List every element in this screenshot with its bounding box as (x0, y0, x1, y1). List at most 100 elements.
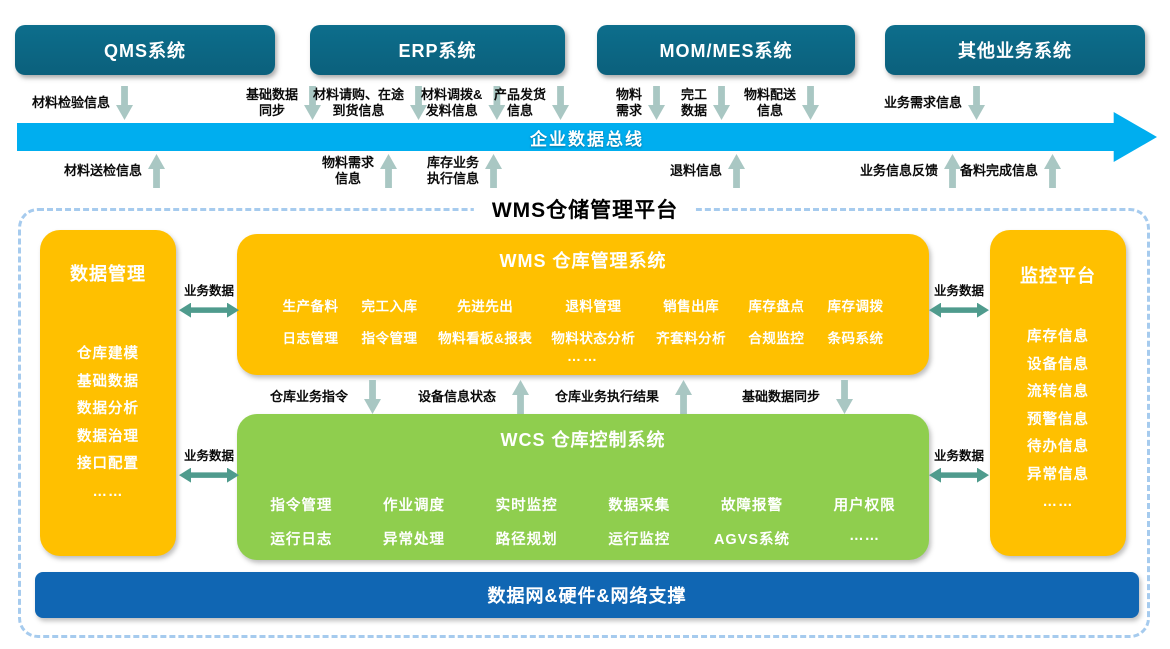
link-label: 设备信息状态 (418, 388, 497, 404)
system-box-qms: QMS系统 (15, 25, 275, 75)
wms-title: WMS 仓库管理系统 (499, 251, 667, 271)
wcs-module: 运行监控 (608, 532, 671, 548)
bus-output-label: 物料需求 信息 (322, 154, 375, 186)
arrow-up-icon (1044, 154, 1062, 188)
wms-module: 物料状态分析 (551, 331, 636, 346)
wms-module: 物料看板&报表 (438, 331, 533, 346)
bus-output-label: 退料信息 (670, 162, 723, 178)
wms-wcs-link: 基础数据同步 (742, 378, 854, 416)
bus-input-label: 完工 数据 (681, 86, 708, 118)
wcs-modules: 指令管理 作业调度 实时监控 数据采集 故障报警 用户权限 运行日志 异常处理 … (237, 494, 929, 549)
arrow-up-icon (944, 154, 962, 188)
bus-output-label: 业务信息反馈 (860, 162, 939, 178)
arrow-up-icon (512, 380, 530, 414)
double-arrow-icon (929, 467, 989, 483)
arrow-down-icon (836, 380, 854, 414)
wms-module: 生产备料 (282, 299, 339, 314)
wcs-module: 实时监控 (495, 498, 558, 514)
panel-item: 待办信息 (1027, 439, 1089, 455)
double-arrow-icon (179, 467, 239, 483)
panel-item: 接口配置 (77, 456, 139, 472)
arrow-down-icon (648, 86, 666, 120)
wcs-system-box: WCS 仓库控制系统 指令管理 作业调度 实时监控 数据采集 故障报警 用户权限… (237, 414, 929, 560)
biz-data-label: 业务数据 (933, 449, 984, 463)
biz-data-link: 业务数据 (928, 449, 990, 483)
panel-item: 基础数据 (77, 373, 139, 390)
bus-input-label: 材料调拨& 发料信息 (421, 86, 483, 118)
arrow-up-icon (380, 154, 398, 188)
biz-data-label: 业务数据 (183, 284, 234, 298)
arrow-up-icon (728, 154, 746, 188)
biz-data-link: 业务数据 (928, 284, 990, 318)
panel-item: …… (92, 483, 124, 500)
biz-data-label: 业务数据 (183, 449, 234, 463)
data-management-items: 仓库建模 基础数据 数据分析 数据治理 接口配置 …… (40, 341, 176, 506)
wms-module: 先进先出 (457, 299, 514, 314)
bus-input-label: 基础数据 同步 (246, 86, 299, 118)
double-arrow-icon (179, 302, 239, 318)
bus-output-group: 业务信息反馈 (860, 152, 962, 190)
bus-output-group: 物料需求 信息 (322, 152, 398, 190)
wms-module: 库存调拨 (827, 299, 884, 314)
biz-data-link: 业务数据 (178, 449, 240, 483)
platform-title: WMS仓储管理平台 (473, 194, 697, 224)
bus-input-label: 材料请购、在途 到货信息 (313, 86, 405, 118)
system-box-erp: ERP系统 (310, 25, 565, 75)
bus-output-label: 材料送检信息 (64, 162, 143, 178)
wcs-module: …… (849, 528, 881, 544)
bus-input-group: 材料调拨& 发料信息 (421, 84, 506, 122)
arrow-down-icon (968, 86, 986, 120)
wcs-module: 作业调度 (382, 498, 445, 514)
bus-label: 企业数据总线 (530, 129, 644, 149)
wcs-module: 指令管理 (270, 498, 333, 514)
arrow-down-icon (713, 86, 731, 120)
bus-input-label: 物料 需求 (616, 86, 643, 118)
wms-module: 销售出库 (663, 299, 720, 314)
data-management-panel: 数据管理 仓库建模 基础数据 数据分析 数据治理 接口配置 …… (40, 230, 176, 556)
wms-module: 指令管理 (361, 331, 418, 346)
bus-input-label: 产品发货 信息 (494, 86, 547, 118)
bus-input-label: 物料配送 信息 (744, 86, 797, 118)
monitor-panel: 监控平台 库存信息 设备信息 流转信息 预警信息 待办信息 异常信息 …… (990, 230, 1126, 556)
system-box-other: 其他业务系统 (885, 25, 1145, 75)
monitor-title: 监控平台 (1020, 266, 1096, 286)
arrow-down-icon (364, 380, 382, 414)
wms-wcs-link: 仓库业务执行结果 (555, 378, 693, 416)
bus-input-group: 物料配送 信息 (744, 84, 820, 122)
wcs-module: 异常处理 (382, 532, 445, 548)
arrow-down-icon (802, 86, 820, 120)
panel-item: 异常信息 (1027, 466, 1089, 483)
wms-module: 条码系统 (827, 331, 884, 346)
bus-input-label: 业务需求信息 (884, 94, 963, 110)
link-label: 仓库业务指令 (270, 388, 349, 404)
wcs-module: AGVS系统 (713, 532, 791, 548)
monitor-items: 库存信息 设备信息 流转信息 预警信息 待办信息 异常信息 …… (990, 324, 1126, 517)
bus-input-group: 材料请购、在途 到货信息 (313, 84, 428, 122)
panel-item: 数据治理 (77, 428, 139, 445)
bus-input-label: 材料检验信息 (32, 94, 111, 110)
wms-module: 库存盘点 (748, 299, 805, 314)
wcs-module: 路径规划 (495, 532, 558, 548)
wcs-module: 运行日志 (270, 532, 333, 548)
wms-module: 日志管理 (282, 331, 339, 346)
wms-module: 齐套料分析 (656, 331, 727, 346)
bus-input-group: 产品发货 信息 (494, 84, 570, 122)
wms-wcs-link: 设备信息状态 (418, 378, 530, 416)
data-management-title: 数据管理 (70, 264, 146, 284)
system-box-mom-mes: MOM/MES系统 (597, 25, 855, 75)
wms-module: 合规监控 (748, 331, 805, 346)
wcs-module: 用户权限 (833, 498, 896, 514)
wms-system-box: WMS 仓库管理系统 生产备料 完工入库 先进先出 退料管理 销售出库 库存盘点… (237, 234, 929, 375)
wms-module: 完工入库 (361, 299, 418, 314)
arrow-down-icon (552, 86, 570, 120)
bus-output-group: 退料信息 (670, 152, 746, 190)
panel-item: 仓库建模 (77, 346, 139, 362)
wms-module: 退料管理 (565, 299, 622, 314)
double-arrow-icon (929, 302, 989, 318)
bus-input-group: 材料检验信息 (32, 84, 134, 122)
arrow-down-icon (116, 86, 134, 120)
bus-output-group: 备料完成信息 (960, 152, 1062, 190)
biz-data-label: 业务数据 (933, 284, 984, 298)
bus-input-group: 物料 需求 (616, 84, 666, 122)
